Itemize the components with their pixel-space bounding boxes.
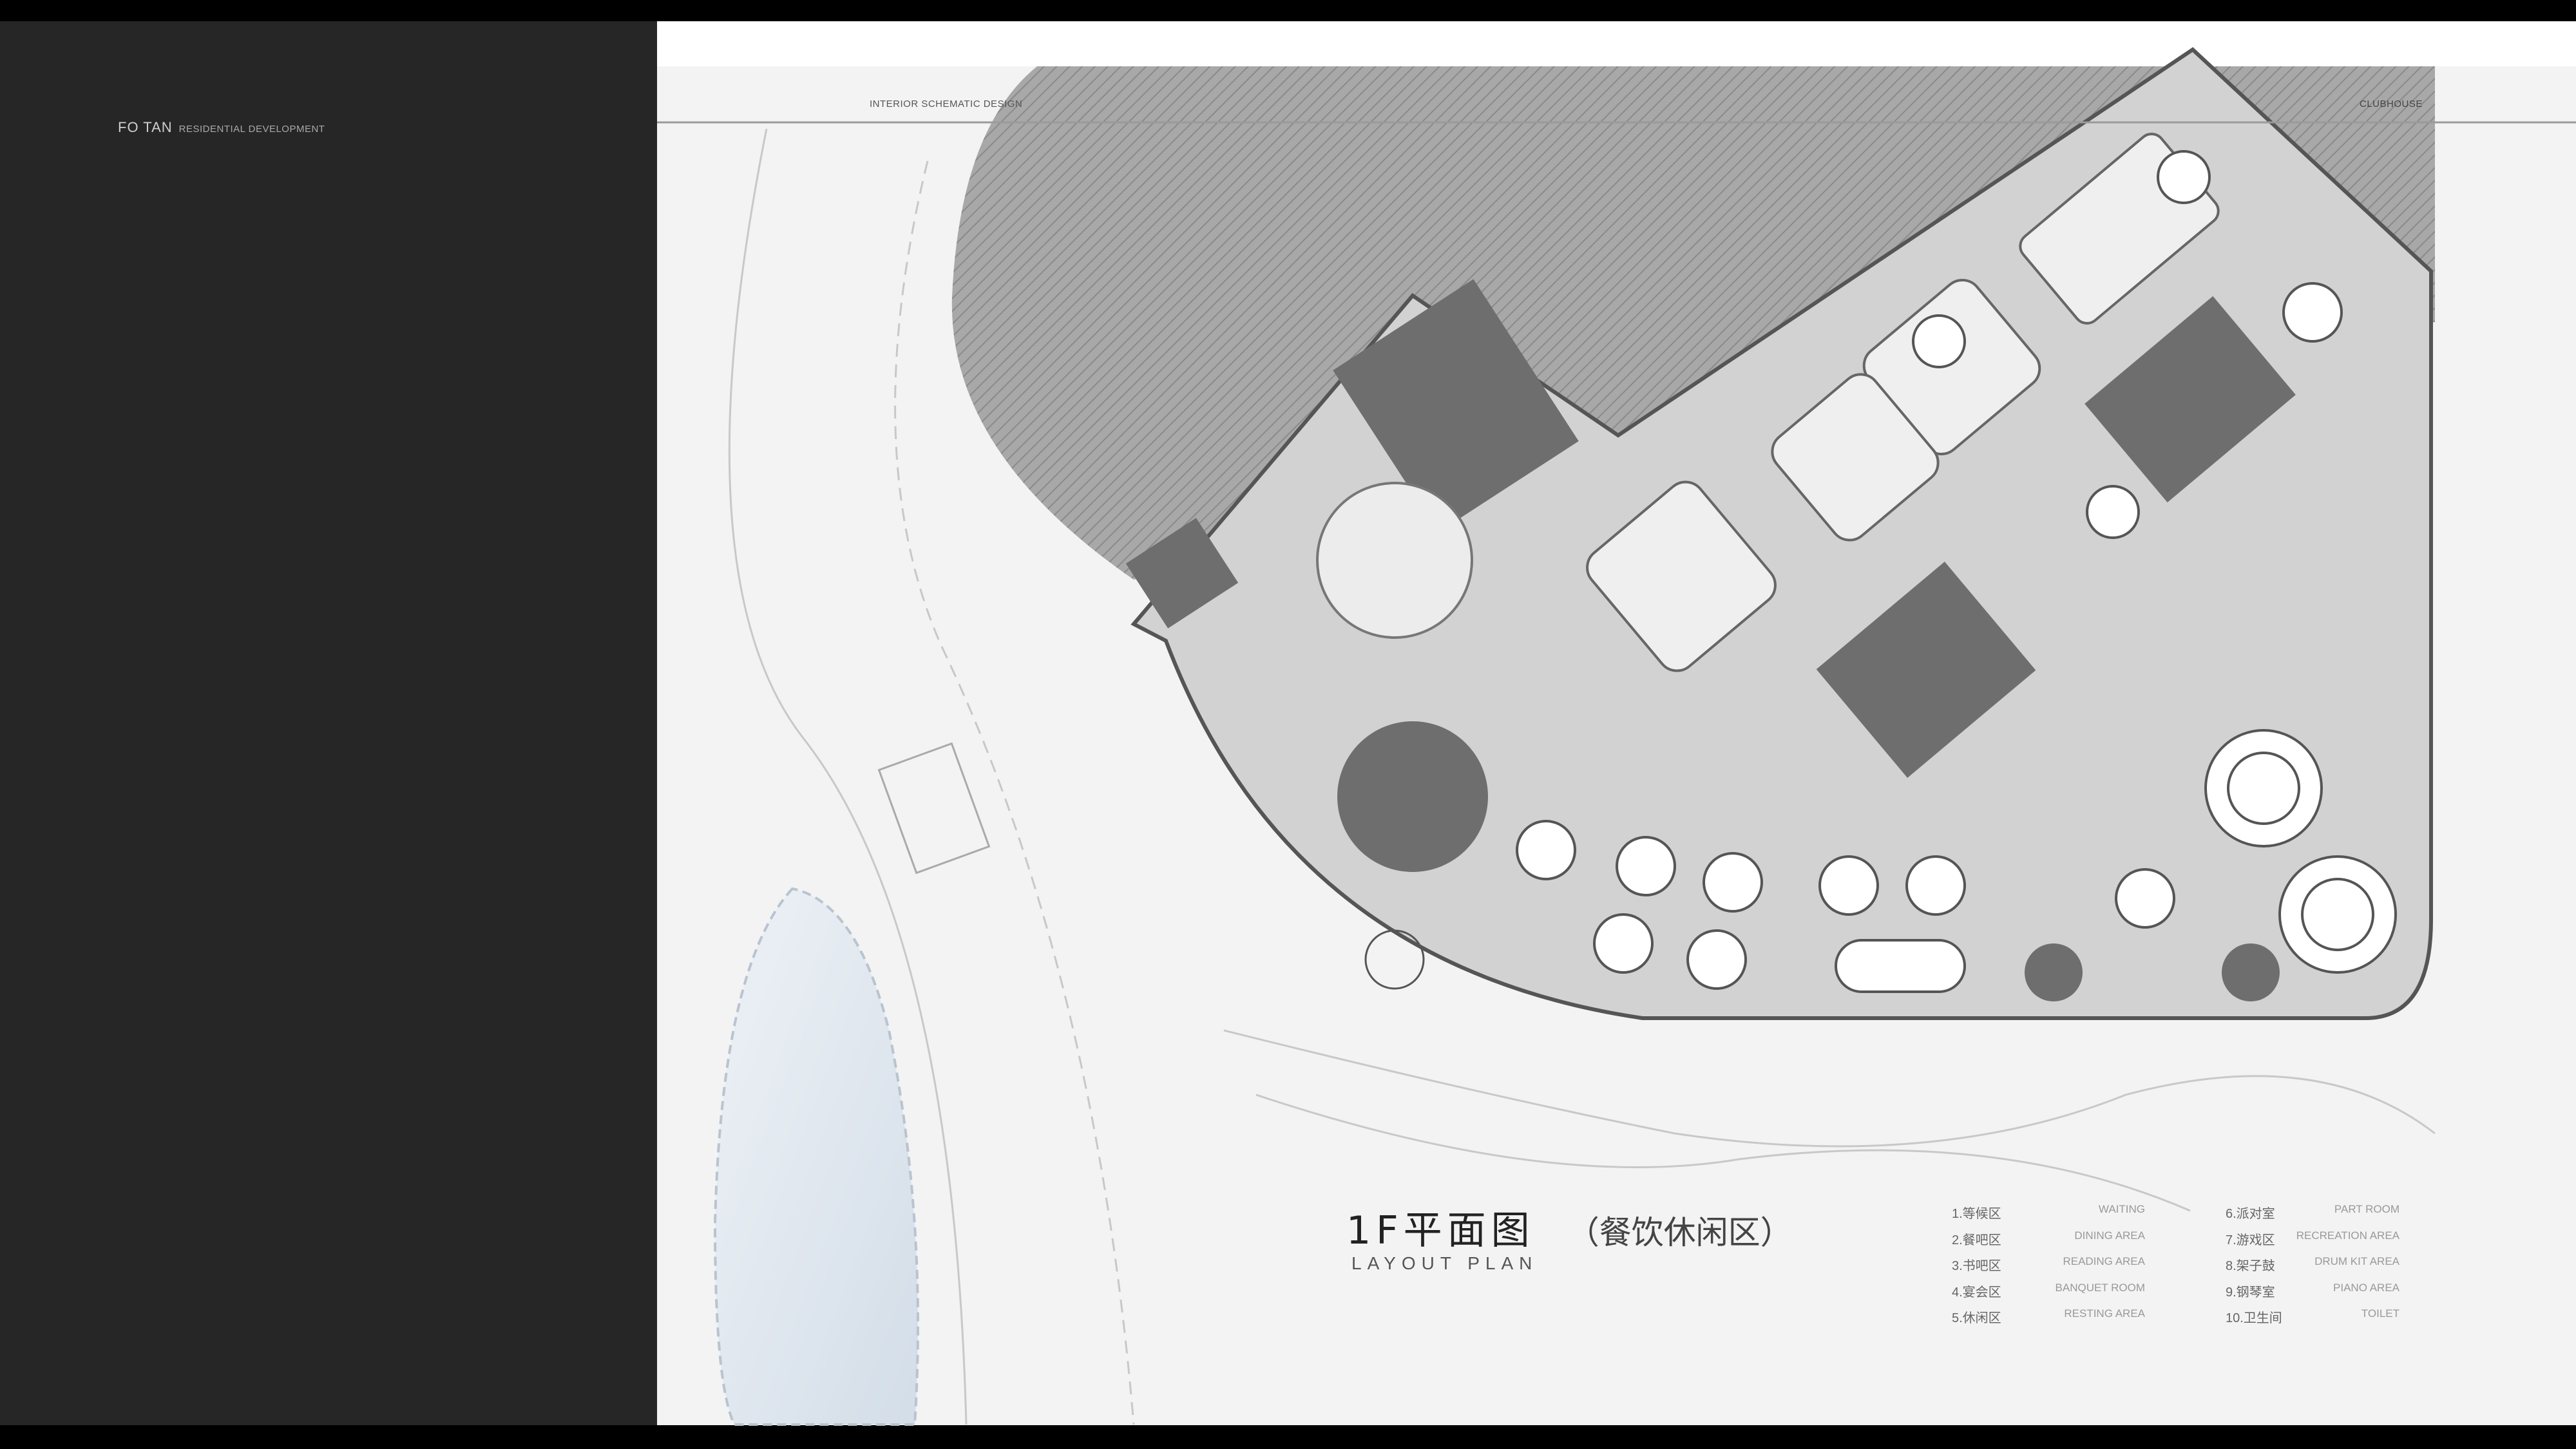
planter [2025, 943, 2083, 1001]
header-strip [657, 21, 2576, 66]
tables [1516, 150, 2397, 993]
plan-title: 1F平面图 （餐饮休闲区） [1346, 1199, 1793, 1255]
legend-cn: 4.宴会区 [1952, 1285, 2001, 1300]
left-panel: FO TAN RESIDENTIAL DEVELOPMENT [0, 21, 657, 1425]
brand-header: FO TAN RESIDENTIAL DEVELOPMENT [118, 119, 325, 136]
planter [2222, 943, 2280, 1001]
dark-blocks [1125, 279, 2296, 778]
legend-cn: 1.等候区 [1952, 1207, 2001, 1221]
legend-en: RESTING AREA [2064, 1307, 2145, 1320]
brand-name: FO TAN [118, 119, 173, 135]
legend-cn: 10.卫生间 [2226, 1311, 2282, 1325]
legend-item: 9.钢琴室 PIANO AREA [2226, 1282, 2399, 1308]
car-outline [877, 742, 991, 875]
plan-title-cn: 1F平面图 [1346, 1208, 1535, 1253]
reception-desk [1316, 482, 1473, 639]
legend-right: 6.派对室 PART ROOM 7.游戏区 RECREATION AREA 8.架子… [2226, 1203, 2399, 1334]
legend-cn: 8.架子鼓 [2226, 1259, 2275, 1273]
legend-item: 7.游戏区 RECREATION AREA [2226, 1229, 2399, 1256]
legend-item: 2.餐吧区 DINING AREA [1952, 1229, 2145, 1256]
legend-en: WAITING [2098, 1203, 2145, 1215]
legend-item: 6.派对室 PART ROOM [2226, 1203, 2399, 1229]
legend-en: READING AREA [2063, 1255, 2145, 1267]
legend-cn: 3.书吧区 [1952, 1259, 2001, 1273]
legend-item: 10.卫生间 TOILET [2226, 1307, 2399, 1334]
section-label: INTERIOR SCHEMATIC DESIGN [870, 99, 1023, 109]
legend-cn: 5.休闲区 [1952, 1311, 2001, 1325]
legend-item: 3.书吧区 READING AREA [1952, 1255, 2145, 1282]
legend-en: DRUM KIT AREA [2314, 1255, 2399, 1267]
legend-en: DINING AREA [2074, 1229, 2145, 1242]
rooms [1586, 133, 2220, 672]
legend-item: 4.宴会区 BANQUET ROOM [1952, 1282, 2145, 1308]
site-roads [728, 128, 2436, 1425]
legend-cn: 2.餐吧区 [1952, 1233, 2001, 1247]
legend-en: PIANO AREA [2333, 1281, 2399, 1294]
plan-subtitle-cn: （餐饮休闲区） [1567, 1214, 1793, 1251]
tree-symbol [1364, 929, 1425, 990]
legend-cn: 6.派对室 [2226, 1207, 2275, 1221]
brand-tagline: RESIDENTIAL DEVELOPMENT [178, 124, 325, 135]
building-label: CLUBHOUSE [2360, 99, 2423, 109]
legend-item: 8.架子鼓 DRUM KIT AREA [2226, 1255, 2399, 1282]
legend-en: BANQUET ROOM [2055, 1281, 2145, 1294]
legend-en: PART ROOM [2334, 1203, 2399, 1215]
legend-cn: 7.游戏区 [2226, 1233, 2275, 1247]
legend-item: 1.等候区 WAITING [1952, 1203, 2145, 1229]
legend-left: 1.等候区 WAITING 2.餐吧区 DINING AREA 3.书吧区 READI… [1952, 1203, 2145, 1334]
legend-item: 5.休闲区 RESTING AREA [1952, 1307, 2145, 1334]
legend-en: TOILET [2361, 1307, 2399, 1320]
legend-en: RECREATION AREA [2296, 1229, 2399, 1242]
feature-circle [1337, 721, 1488, 872]
pond [713, 887, 919, 1426]
plan-title-en: LAYOUT PLAN [1351, 1253, 1538, 1273]
legend-cn: 9.钢琴室 [2226, 1285, 2275, 1300]
